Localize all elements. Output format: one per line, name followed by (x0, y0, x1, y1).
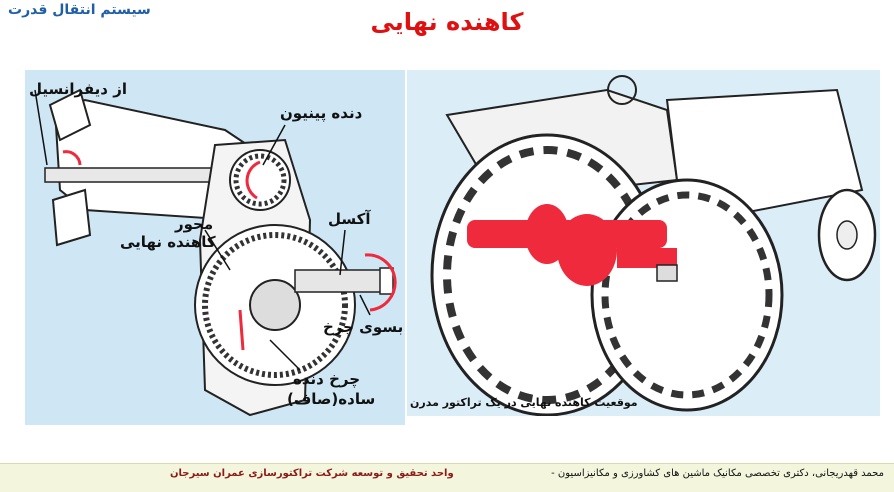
footer-institution: واحد تحقیق و توسعه شرکت تراکتورسازی عمرا… (170, 468, 454, 479)
label-final-reducer-axis-line2: کاهنده نهایی (120, 233, 216, 251)
label-pinion-gear: دنده پینیون (280, 104, 363, 122)
label-final-reducer-axis-line1: محور (175, 215, 214, 233)
label-spur-gear-line2: ساده(صاف) (287, 390, 376, 408)
final-drive-cutaway-diagram: از دیفرانسیل دنده پینیون محور کاهنده نها… (25, 70, 405, 425)
label-axle: آکسل (328, 210, 371, 228)
cutaway-illustration (34, 88, 397, 417)
slide-title: کاهنده نهایی (370, 8, 524, 36)
final-drive-highlight (467, 204, 677, 286)
label-from-differential: از دیفرانسیل (29, 80, 128, 98)
label-to-wheel: بسوی چرخ (323, 318, 404, 336)
footer-author: محمد قهدریجانی، دکتری تخصصی مکانیک ماشین… (551, 468, 884, 479)
footer-bar: محمد قهدریجانی، دکتری تخصصی مکانیک ماشین… (0, 463, 894, 492)
tractor-caption: موقعیت کاهنده نهایی در یک تراکتور مدرن (410, 396, 638, 409)
tractor-illustration (407, 70, 880, 416)
section-title: سیستم انتقال قدرت (8, 2, 151, 18)
label-spur-gear-line1: چرخ دنده (293, 370, 361, 388)
tractor-drawing (430, 75, 877, 416)
